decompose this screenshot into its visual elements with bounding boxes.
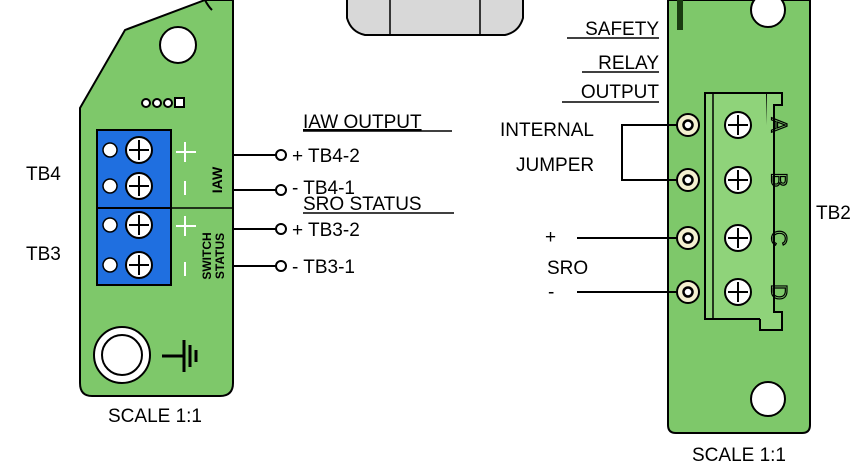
mount-hole: [750, 0, 786, 28]
relay-heading: RELAY: [598, 53, 659, 74]
terminal-screw: [102, 172, 153, 200]
connector-screw: [724, 111, 752, 139]
jumper-bracket: [621, 124, 677, 181]
hex-nut: [346, 0, 524, 36]
output-heading: OUTPUT: [581, 82, 660, 103]
switch-silkscreen: SWITCH: [200, 232, 214, 279]
tb3-1-label: - TB3-1: [292, 257, 355, 278]
connector-screw: [724, 166, 752, 194]
ground-hole: [93, 326, 151, 384]
terminal-letter-d: D: [767, 284, 792, 300]
jumper-label: JUMPER: [516, 155, 594, 176]
sro-status-heading: SRO STATUS: [303, 194, 422, 215]
pad: [676, 168, 700, 192]
terminal-letter-c: C: [767, 230, 792, 246]
terminal-screw: [102, 251, 153, 279]
tb4-2-label: + TB4-2: [292, 146, 360, 167]
terminal-screw: [102, 136, 153, 164]
sro-wires: [577, 237, 677, 293]
sro-plus-label: +: [545, 227, 556, 248]
small-components: [141, 97, 185, 108]
tb2-label: TB2: [816, 203, 851, 224]
left-scale-label: SCALE 1:1: [108, 406, 202, 427]
tb3-label: TB3: [26, 244, 61, 265]
tb4-label: TB4: [26, 164, 61, 185]
terminal-letter-b: B: [767, 173, 792, 188]
connector-screw: [724, 278, 752, 306]
left-board: IAW SWITCH STATUS: [79, 0, 234, 397]
pad: [676, 113, 700, 137]
connector-screw: [724, 224, 752, 252]
sro-label: SRO: [547, 258, 588, 279]
silkscreen-mark: [677, 0, 683, 30]
status-silkscreen: STATUS: [213, 233, 227, 279]
mount-hole: [750, 381, 786, 417]
iaw-output-heading: IAW OUTPUT: [303, 112, 422, 133]
mount-hole: [159, 26, 197, 64]
tb3-2-label: + TB3-2: [292, 220, 360, 241]
internal-label: INTERNAL: [500, 120, 594, 141]
terminal-screw: [102, 211, 153, 239]
sro-minus-label: -: [548, 282, 554, 303]
polarity-marks: [176, 142, 196, 276]
pad: [676, 280, 700, 304]
tb4-1-label: - TB4-1: [292, 178, 355, 199]
right-scale-label: SCALE 1:1: [692, 445, 786, 466]
ground-icon: [162, 340, 198, 372]
pad: [676, 226, 700, 250]
left-output-wires: [233, 149, 287, 272]
iaw-silkscreen: IAW: [209, 166, 225, 193]
right-board: A B C D: [667, 0, 811, 434]
safety-heading: SAFETY: [585, 19, 659, 40]
terminal-letter-a: A: [767, 118, 792, 133]
